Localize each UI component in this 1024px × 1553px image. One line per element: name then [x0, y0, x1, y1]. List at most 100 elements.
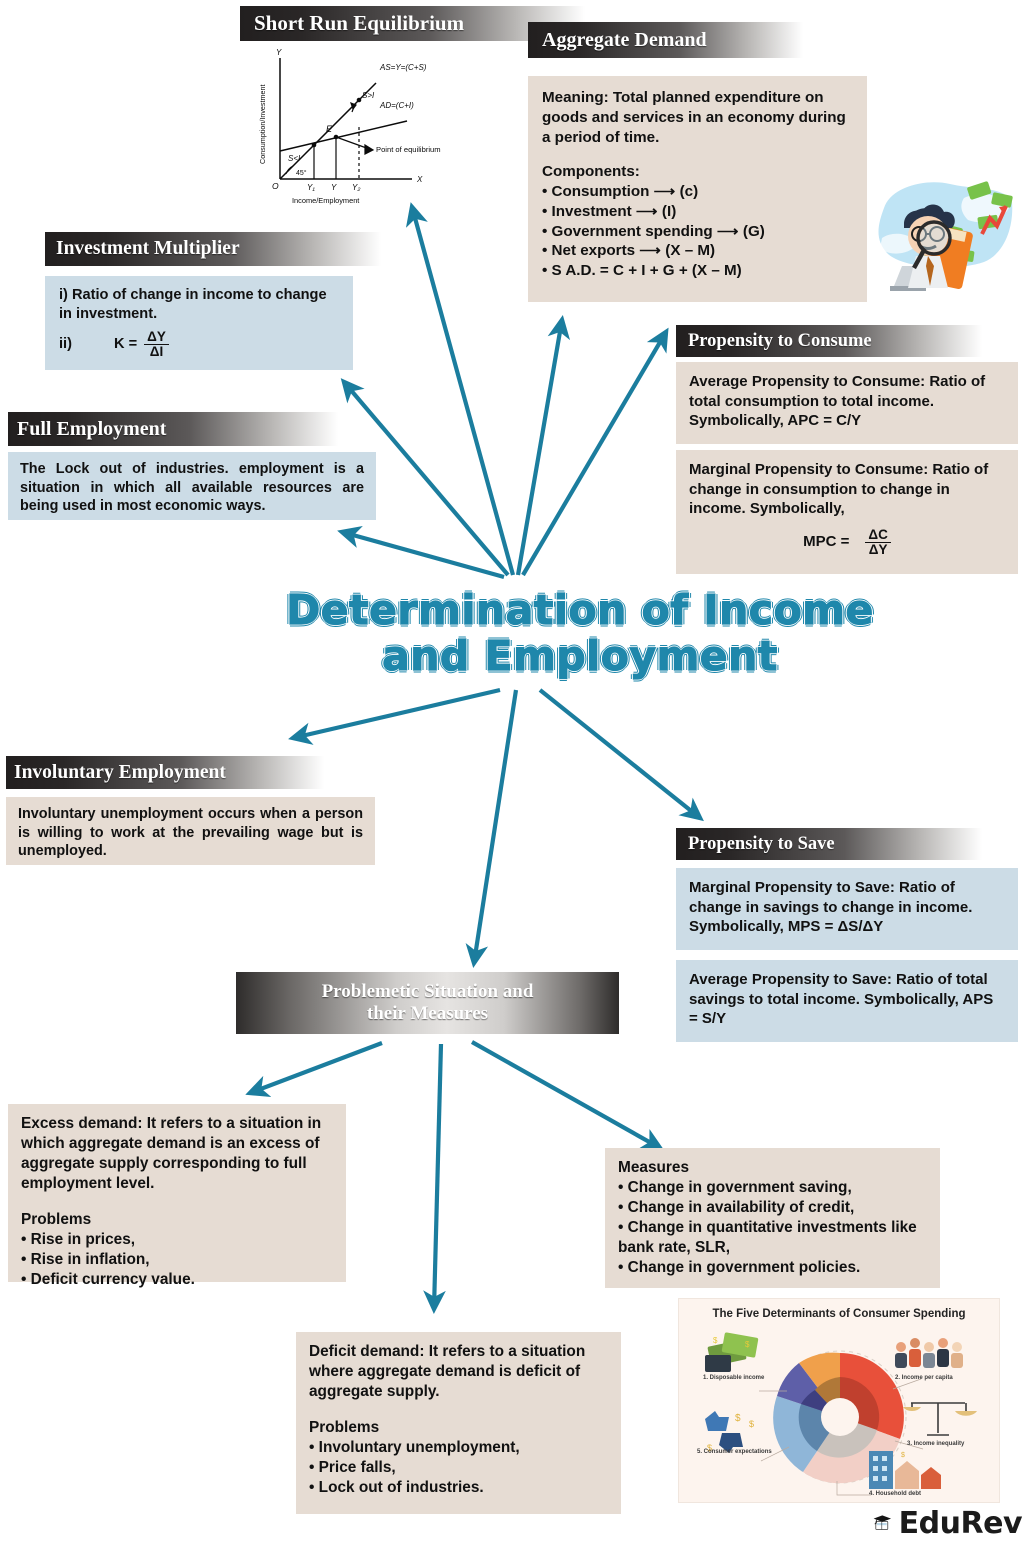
svg-text:$: $: [749, 1419, 754, 1429]
involuntary-employment-header: Involuntary Employment: [6, 756, 324, 789]
excess-demand-definition: Excess demand: It refers to a situation …: [21, 1115, 322, 1193]
short-run-equilibrium-header: Short Run Equilibrium: [240, 6, 585, 41]
svg-text:$: $: [745, 1340, 750, 1349]
consumer-spending-label: 4. Household debt: [869, 1491, 922, 1497]
svg-text:$: $: [901, 1452, 905, 1459]
deficit-demand-problem: • Lock out of industries.: [309, 1479, 484, 1497]
graduation-cap-icon: [873, 1515, 892, 1530]
measures-item: • Change in government saving,: [618, 1179, 852, 1197]
multiplier-formula-numerator: ΔY: [144, 329, 169, 346]
deficit-demand-problem: • Involuntary unemployment,: [309, 1439, 520, 1457]
arrow-to-propensity-to-consume: [521, 327, 669, 577]
mpc-formula-lhs: MPC =: [803, 533, 850, 551]
measures-item: • Change in availability of credit,: [618, 1199, 855, 1217]
aps-text: Average Propensity to Save: Ratio of tot…: [689, 971, 994, 1027]
arrow-to-involuntary-employment: [288, 687, 501, 745]
marginal-propensity-to-consume-body: Marginal Propensity to Consume: Ratio of…: [676, 450, 1018, 574]
excess-demand-problems-label: Problems: [21, 1211, 92, 1229]
svg-text:O: O: [272, 181, 279, 191]
svg-text:$: $: [713, 1336, 718, 1345]
measures-item: • Change in quantitative investments lik…: [618, 1219, 917, 1257]
svg-text:Y₂: Y₂: [352, 183, 360, 192]
svg-text:Y: Y: [331, 183, 337, 192]
full-employment-title: Full Employment: [17, 417, 167, 440]
consumer-spending-label: 3. Income inequality: [907, 1441, 965, 1447]
average-propensity-to-consume-body: Average Propensity to Consume: Ratio of …: [676, 362, 1018, 444]
investment-multiplier-header: Investment Multiplier: [45, 232, 381, 266]
svg-text:Consumption/Investment: Consumption/Investment: [258, 84, 267, 164]
page-title-line-two: and Employment: [381, 631, 778, 680]
problematic-situation-title-line-two: their Measures: [366, 1003, 489, 1024]
apc-text: Average Propensity to Consume: Ratio of …: [689, 373, 986, 429]
arrow-to-short-run: [405, 202, 516, 576]
excess-demand-problem: • Rise in prices,: [21, 1231, 136, 1249]
involuntary-employment-body: Involuntary unemployment occurs when a p…: [6, 797, 375, 865]
deficit-demand-problem: • Price falls,: [309, 1459, 396, 1477]
aggregate-demand-title: Aggregate Demand: [542, 28, 707, 51]
consumer-spending-donut: [773, 1350, 907, 1484]
svg-text:$: $: [707, 1443, 712, 1453]
scales-icon: [903, 1402, 977, 1436]
consumer-spending-label: 2. Income per capita: [895, 1375, 953, 1381]
aggregate-demand-meaning: Meaning: Total planned expenditure on go…: [542, 89, 846, 146]
svg-text:Y: Y: [276, 48, 282, 57]
investment-multiplier-point-one: i) Ratio of change in income to change i…: [59, 287, 327, 322]
measures-item: • Change in government policies.: [618, 1259, 861, 1277]
svg-text:X: X: [416, 175, 423, 184]
svg-text:$: $: [735, 1413, 741, 1424]
consumer-spending-infographic: The Five Determinants of Consumer Spendi…: [678, 1298, 1000, 1503]
propensity-to-consume-header: Propensity to Consume: [676, 325, 982, 357]
consumer-spending-label: 1. Disposable income: [703, 1375, 765, 1381]
multiplier-formula-denominator: ΔI: [149, 344, 164, 360]
svg-text:AD=(C+I): AD=(C+I): [379, 101, 414, 110]
investment-multiplier-body: i) Ratio of change in income to change i…: [45, 276, 353, 370]
propensity-to-save-title: Propensity to Save: [688, 833, 835, 854]
edurev-logo: EduRev: [872, 1500, 1023, 1546]
aggregate-demand-component: • Government spending ⟶ (G): [542, 222, 765, 240]
propensity-to-consume-title: Propensity to Consume: [688, 330, 872, 351]
arrow-to-problematic-situation: [465, 689, 519, 968]
mpc-text: Marginal Propensity to Consume: Ratio of…: [689, 461, 989, 517]
arrow-to-full-employment: [337, 526, 505, 580]
aggregate-demand-body: Meaning: Total planned expenditure on go…: [528, 76, 867, 302]
problematic-situation-header: Problemetic Situation and their Measures: [236, 972, 619, 1034]
aggregate-demand-component: • Investment ⟶ (I): [542, 202, 677, 220]
mps-text: Marginal Propensity to Save: Ratio of ch…: [689, 879, 973, 935]
svg-text:E: E: [326, 124, 333, 134]
full-employment-header: Full Employment: [8, 412, 338, 446]
problematic-situation-title-line-one: Problemetic Situation and: [321, 980, 534, 1002]
consumer-spending-title: The Five Determinants of Consumer Spendi…: [712, 1308, 966, 1320]
aggregate-demand-component: • S A.D. = C + I + G + (X – M): [542, 262, 742, 279]
svg-text:S<I: S<I: [288, 154, 301, 163]
mpc-formula-denominator: ΔY: [868, 541, 888, 557]
page-title-line-one: Determination of Income: [286, 586, 874, 634]
arrow-to-aggregate-demand: [515, 315, 571, 576]
money-icon: $ $: [705, 1332, 759, 1372]
edurev-wordmark: EduRev: [898, 1505, 1023, 1541]
arrow-to-measures: [470, 1040, 665, 1151]
thumbs-icon: $ $ $: [705, 1411, 754, 1453]
mpc-formula-numerator: ΔC: [865, 527, 891, 543]
page-title: Determination of Income and Employment: [250, 586, 910, 680]
investment-multiplier-point-two: ii): [59, 336, 72, 353]
deficit-demand-definition: Deficit demand: It refers to a situation…: [309, 1343, 586, 1401]
propensity-to-save-header: Propensity to Save: [676, 828, 982, 860]
buildings-icon: $: [869, 1451, 941, 1489]
aggregate-demand-component: • Net exports ⟶ (X – M): [542, 242, 716, 260]
arrow-to-propensity-to-save: [538, 688, 704, 822]
excess-demand-body: Excess demand: It refers to a situation …: [8, 1104, 346, 1288]
involuntary-employment-title: Involuntary Employment: [14, 761, 226, 783]
involuntary-employment-text: Involuntary unemployment occurs when a p…: [18, 806, 363, 860]
aggregate-demand-component: • Consumption ⟶ (c): [542, 183, 699, 200]
investment-multiplier-title: Investment Multiplier: [56, 238, 240, 259]
measures-label: Measures: [618, 1159, 690, 1176]
deficit-demand-problems-label: Problems: [309, 1419, 380, 1437]
arrow-to-excess-demand: [245, 1041, 383, 1098]
svg-text:AS=Y=(C+S): AS=Y=(C+S): [379, 63, 427, 72]
short-run-equilibrium-title: Short Run Equilibrium: [254, 11, 465, 35]
economist-magnifier-illustration: [864, 168, 1016, 300]
full-employment-text: The Lock out of industries. employment i…: [20, 461, 364, 515]
measures-body: Measures • Change in government saving, …: [605, 1148, 940, 1288]
deficit-demand-body: Deficit demand: It refers to a situation…: [296, 1332, 621, 1514]
